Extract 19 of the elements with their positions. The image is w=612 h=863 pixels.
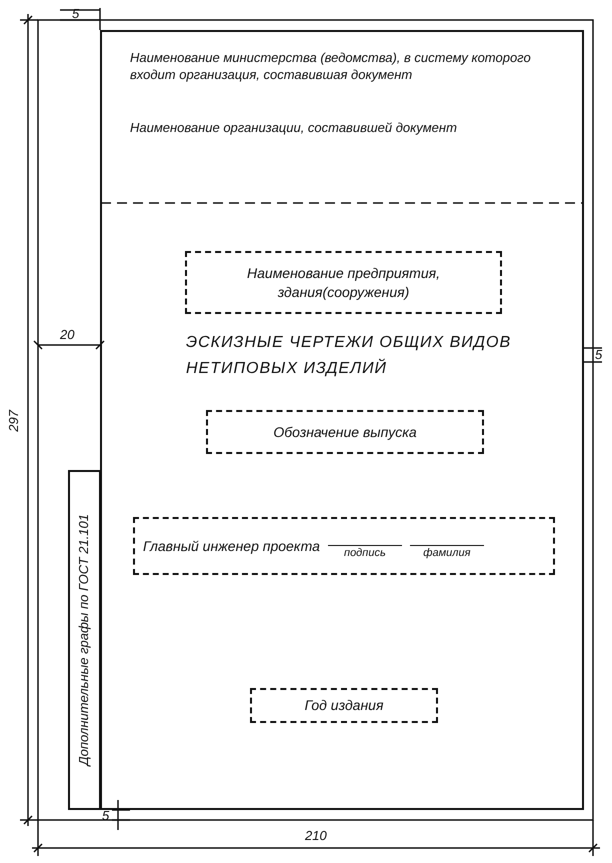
placeholder-frame bbox=[250, 688, 438, 723]
field-label: Обозначение выпуска bbox=[273, 422, 417, 442]
sheet-title: ЭСКИЗНЫЕ ЧЕРТЕЖИ ОБЩИХ ВИДОВ НЕТИПОВЫХ ИЗДЕЛИЙ bbox=[186, 333, 512, 379]
heading-text: Наименование министерства (ведомства), в систему которого входит организация, составившая документ bbox=[130, 50, 532, 84]
dimension-label: 210 bbox=[305, 828, 327, 843]
fill-in-line: подпись bbox=[328, 545, 402, 561]
side-column: Дополнительные графы по ГОСТ 21.101 bbox=[68, 470, 101, 810]
heading-text: Наименование организации, составившей документ bbox=[130, 120, 458, 137]
fill-in-line: фамилия bbox=[410, 545, 484, 561]
field-label: Главный инженер проекта bbox=[143, 536, 320, 556]
placeholder-frame bbox=[185, 251, 502, 314]
dimension-label: 5 bbox=[595, 347, 602, 362]
title-frame bbox=[100, 30, 584, 810]
signature-block bbox=[133, 517, 555, 575]
dimension-label: 297 bbox=[6, 410, 21, 432]
field-label: Год издания bbox=[304, 696, 384, 715]
placeholder-frame bbox=[206, 410, 484, 454]
dimension-label: 20 bbox=[60, 327, 74, 342]
field-label: Наименование предприятия, здания(сооружения) bbox=[246, 264, 441, 301]
